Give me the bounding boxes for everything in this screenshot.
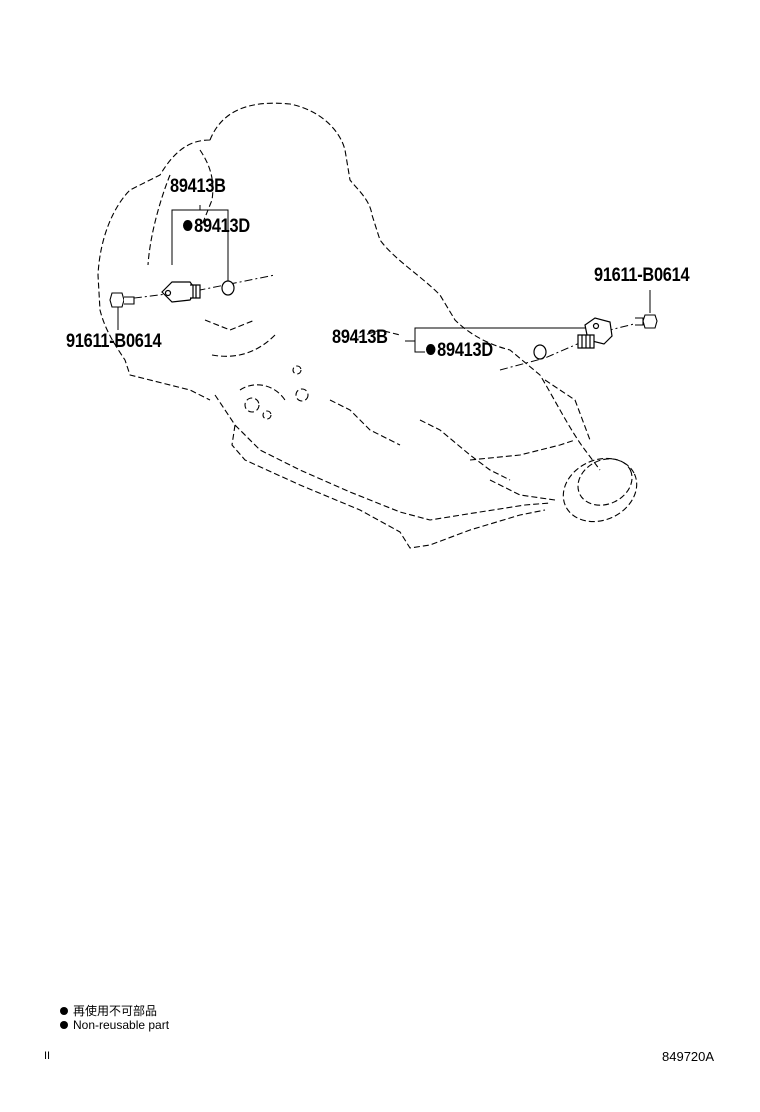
legend-jp-text: 再使用不可部品	[73, 1004, 158, 1018]
output-flange	[562, 457, 638, 523]
case-hole	[244, 397, 260, 413]
case-detail-lines	[204, 319, 511, 481]
right-o-ring-callout: 89413D	[426, 340, 493, 362]
right-sensor-callout: 89413B	[332, 327, 388, 348]
transmission-housing-outline	[97, 102, 601, 471]
non-reusable-dot-icon	[183, 220, 193, 231]
case-hole	[292, 365, 302, 375]
right-bolt-callout: 91611-B0614	[594, 265, 690, 286]
right-assembly-leader	[499, 319, 651, 371]
left-o-ring-label: 89413D	[194, 216, 250, 237]
left-bolt-callout: 91611-B0614	[66, 331, 162, 352]
legend-en-text: Non-reusable part	[73, 1018, 170, 1032]
right-o-ring-label: 89413D	[437, 340, 493, 361]
transmission-diagram	[97, 102, 658, 549]
output-flange-face	[577, 458, 633, 506]
left-speed-sensor	[161, 281, 201, 303]
oil-pan-outline	[214, 394, 551, 549]
case-hole	[295, 388, 309, 402]
left-o-ring-callout: 89413D	[183, 216, 250, 238]
tail-housing-outline	[469, 379, 591, 501]
left-bolt	[109, 292, 135, 308]
figure-code: 849720A	[662, 1049, 715, 1064]
non-reusable-dot-icon	[60, 1007, 68, 1015]
left-sensor-callout: 89413B	[170, 176, 226, 197]
case-hole	[262, 410, 272, 420]
footer-left-mark: II	[44, 1050, 51, 1062]
right-speed-sensor	[577, 317, 613, 349]
right-bolt	[635, 314, 658, 329]
non-reusable-dot-icon	[426, 344, 436, 355]
right-bracket-lower	[414, 340, 425, 353]
legend-row-en: Non-reusable part	[60, 1018, 169, 1032]
left-o-ring	[221, 280, 235, 296]
legend-row-jp: 再使用不可部品	[60, 1002, 157, 1019]
non-reusable-dot-icon	[60, 1021, 68, 1029]
right-bracket	[414, 327, 591, 340]
bell-housing-inner-line	[147, 149, 214, 266]
right-o-ring	[533, 344, 547, 360]
